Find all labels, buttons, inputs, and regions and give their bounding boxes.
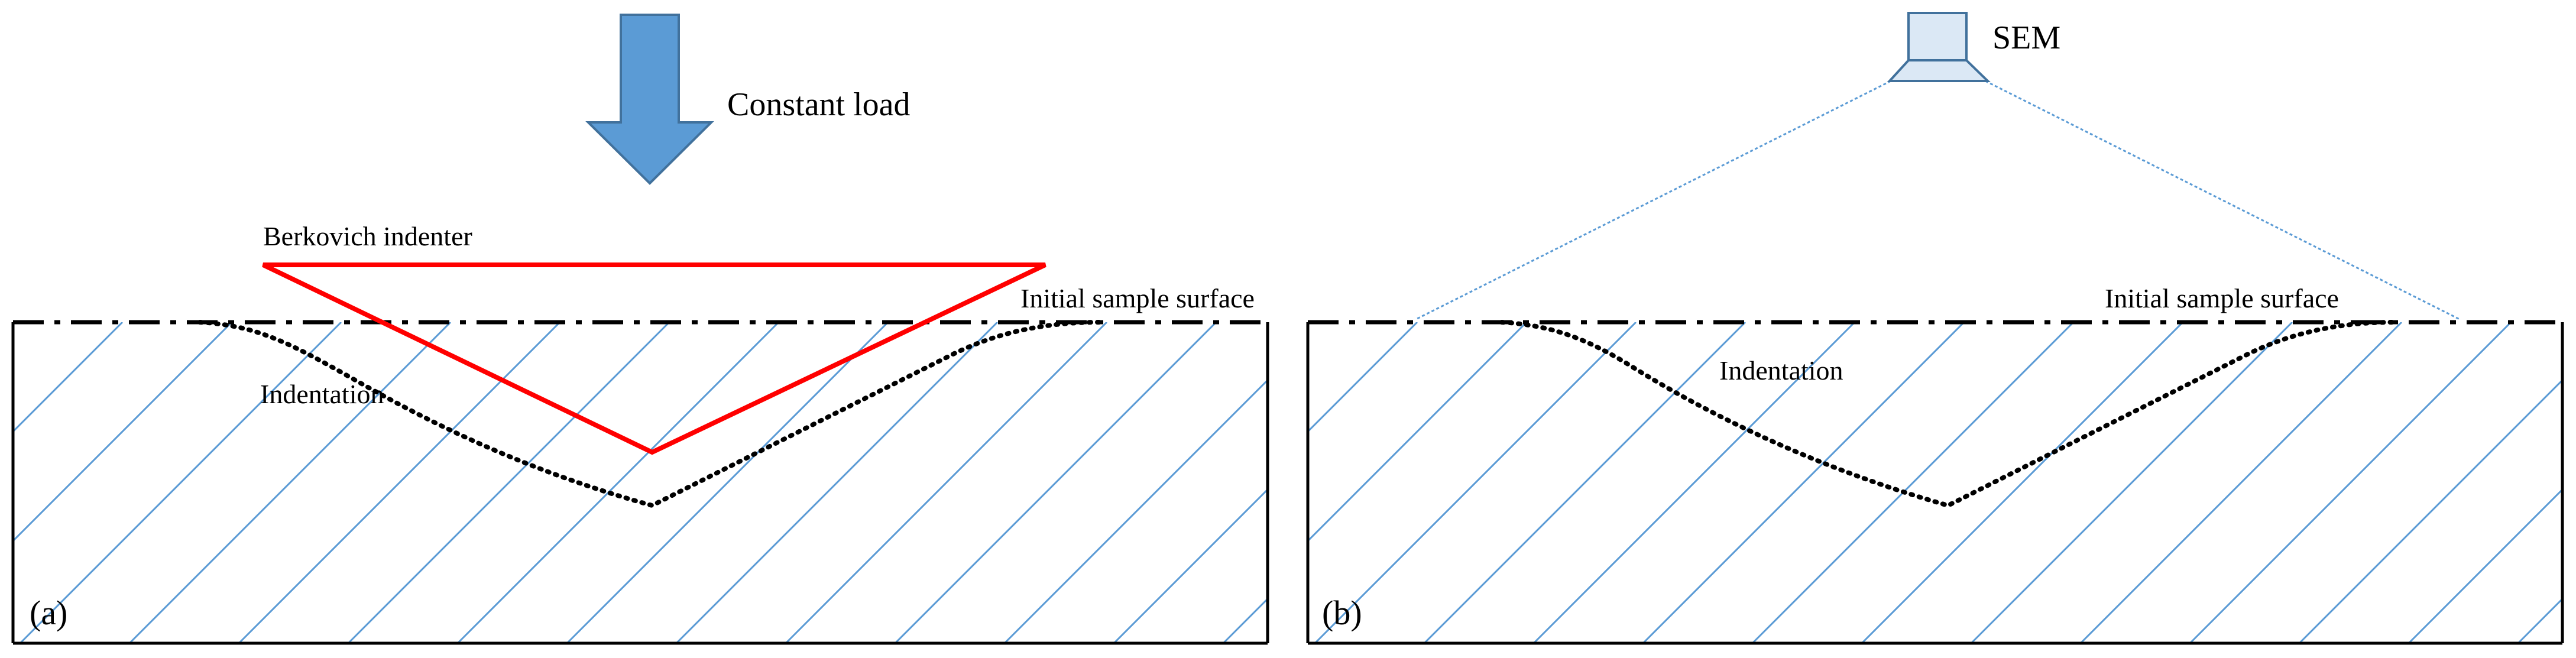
- hatch-line-b: [2079, 322, 2403, 643]
- hatch-line-a: [1222, 597, 1268, 643]
- berkovich-indenter: [262, 262, 1046, 455]
- hatch-line-b: [1751, 322, 2075, 643]
- indentation-label-b: Indentation: [1719, 355, 1843, 385]
- sample-hatching-b: [1308, 322, 2562, 643]
- indentation-profile-b: [1499, 320, 2397, 508]
- hatch-line-b: [1861, 322, 2184, 643]
- indenter-label: Berkovich indenter: [263, 221, 472, 251]
- hatch-line-a: [894, 322, 1217, 643]
- hatch-line-b: [2189, 322, 2512, 643]
- sem-beam-right: [1985, 80, 2460, 320]
- panel-b: SEM Initial sample surface Indentation (…: [1306, 12, 2564, 645]
- hatch-line-a: [128, 322, 452, 643]
- hatch-line-a: [1333, 322, 1654, 643]
- hatch-line-b: [2298, 378, 2562, 643]
- hatch-line-a: [1442, 322, 1763, 643]
- sem-detector-icon: [1887, 12, 1991, 82]
- hatch-line-b: [1532, 322, 1856, 643]
- hatch-line-a: [1113, 488, 1268, 643]
- sample-hatching-a: [13, 322, 1763, 643]
- panel-a: Constant load Berkovich indenter Initial…: [11, 14, 1763, 645]
- hatch-line-b: [1308, 322, 1309, 324]
- hatch-line-b: [1308, 322, 1418, 433]
- hatch-line-a: [566, 322, 889, 643]
- hatch-line-a: [1003, 378, 1268, 643]
- surface-label-b: Initial sample surface: [2105, 283, 2339, 313]
- hatch-line-a: [456, 322, 780, 643]
- hatch-line-b: [1642, 322, 1965, 643]
- hatch-line-b: [2407, 488, 2562, 643]
- indentation-label-a: Indentation: [260, 379, 384, 409]
- hatch-line-b: [1423, 322, 1747, 643]
- down-arrow-icon: [585, 14, 714, 185]
- panel-b-label: (b): [1322, 594, 1362, 632]
- hatch-line-b: [1308, 322, 1528, 543]
- hatch-line-a: [785, 322, 1108, 643]
- hatch-line-a: [19, 322, 342, 643]
- hatch-line-a: [13, 322, 233, 543]
- hatch-line-a: [238, 322, 561, 643]
- sem-beam-left: [1415, 80, 1891, 320]
- hatch-line-a: [675, 322, 999, 643]
- hatch-line-b: [1314, 322, 1637, 643]
- hatch-line-a: [347, 322, 670, 643]
- panel-a-label: (a): [30, 594, 67, 632]
- load-label: Constant load: [727, 86, 910, 123]
- surface-label-a: Initial sample surface: [1020, 283, 1255, 313]
- hatch-line-b: [2517, 597, 2562, 643]
- hatch-line-b: [1970, 322, 2293, 643]
- hatch-line-a: [13, 322, 124, 433]
- hatch-line-a: [13, 322, 14, 324]
- indentation-profile-a: [197, 320, 1102, 508]
- sem-label: SEM: [1992, 20, 2060, 56]
